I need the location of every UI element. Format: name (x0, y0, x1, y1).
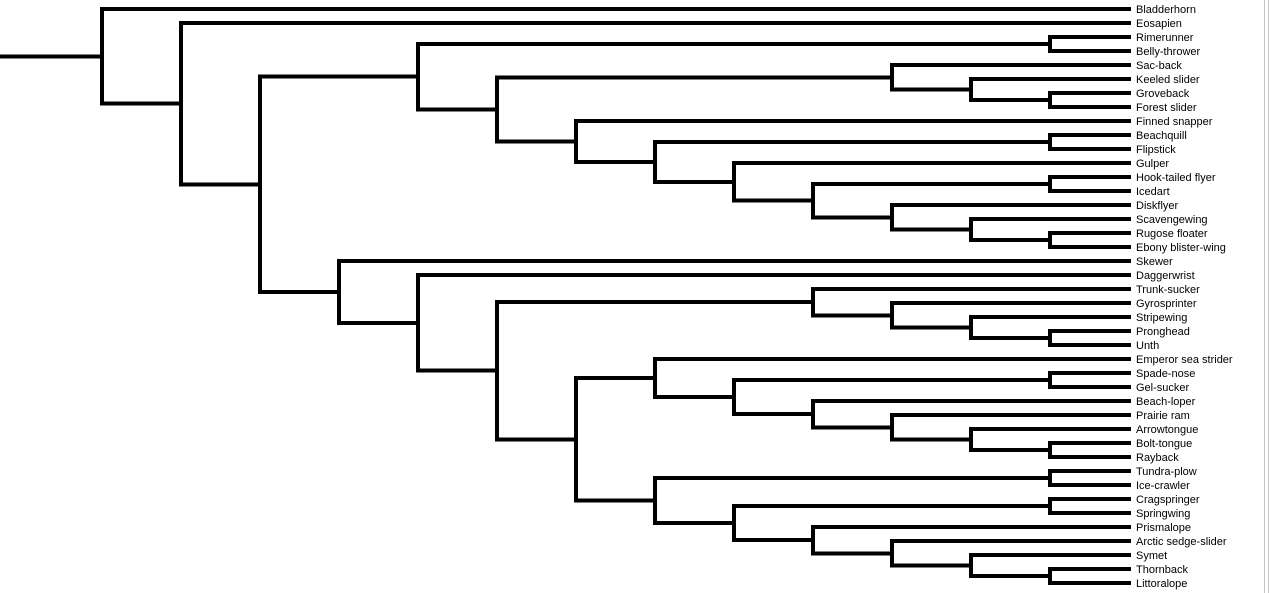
taxon-label-springwing: Springwing (1136, 508, 1190, 520)
taxon-label-emperor-sea-strider: Emperor sea strider (1136, 354, 1233, 366)
taxon-label-sac-back: Sac-back (1136, 60, 1182, 72)
taxon-label-spade-nose: Spade-nose (1136, 368, 1195, 380)
taxon-label-flipstick: Flipstick (1136, 144, 1176, 156)
taxon-label-arrowtongue: Arrowtongue (1136, 424, 1198, 436)
taxon-label-bolt-tongue: Bolt-tongue (1136, 438, 1192, 450)
taxon-label-skewer: Skewer (1136, 256, 1173, 268)
taxon-label-gulper: Gulper (1136, 158, 1169, 170)
taxon-label-symet: Symet (1136, 550, 1167, 562)
taxon-label-diskflyer: Diskflyer (1136, 200, 1179, 212)
taxon-label-littoralope: Littoralope (1136, 578, 1187, 590)
taxon-label-icedart: Icedart (1136, 186, 1170, 198)
taxon-label-ice-crawler: Ice-crawler (1136, 480, 1190, 492)
taxon-label-scavengewing: Scavengewing (1136, 214, 1208, 226)
taxon-label-stripewing: Stripewing (1136, 312, 1187, 324)
taxon-label-prairie-ram: Prairie ram (1136, 410, 1190, 422)
taxon-label-ebony-blister-wing: Ebony blister-wing (1136, 242, 1226, 254)
taxon-label-bladderhorn: Bladderhorn (1136, 4, 1196, 16)
taxon-label-rugose-floater: Rugose floater (1136, 228, 1208, 240)
taxon-label-beachquill: Beachquill (1136, 130, 1187, 142)
taxon-label-keeled-slider: Keeled slider (1136, 74, 1200, 86)
taxon-label-eosapien: Eosapien (1136, 18, 1182, 30)
taxon-label-arctic-sedge-slider: Arctic sedge-slider (1136, 536, 1227, 548)
right-edge-border (1264, 0, 1269, 593)
taxon-label-groveback: Groveback (1136, 88, 1190, 100)
taxon-label-prismalope: Prismalope (1136, 522, 1191, 534)
taxon-label-tundra-plow: Tundra-plow (1136, 466, 1197, 478)
taxon-label-gyrosprinter: Gyrosprinter (1136, 298, 1197, 310)
taxon-label-gel-sucker: Gel-sucker (1136, 382, 1190, 394)
taxon-label-belly-thrower: Belly-thrower (1136, 46, 1201, 58)
tree-branches (0, 7, 1131, 585)
taxon-label-unth: Unth (1136, 340, 1159, 352)
taxon-label-cragspringer: Cragspringer (1136, 494, 1200, 506)
taxon-label-beach-loper: Beach-loper (1136, 396, 1196, 408)
taxon-label-thornback: Thornback (1136, 564, 1188, 576)
taxon-label-rayback: Rayback (1136, 452, 1179, 464)
taxon-label-finned-snapper: Finned snapper (1136, 116, 1213, 128)
taxon-label-trunk-sucker: Trunk-sucker (1136, 284, 1200, 296)
taxon-label-rimerunner: Rimerunner (1136, 32, 1194, 44)
taxon-label-hook-tailed-flyer: Hook-tailed flyer (1136, 172, 1216, 184)
taxon-label-pronghead: Pronghead (1136, 326, 1190, 338)
taxon-label-forest-slider: Forest slider (1136, 102, 1197, 114)
taxon-label-daggerwrist: Daggerwrist (1136, 270, 1195, 282)
